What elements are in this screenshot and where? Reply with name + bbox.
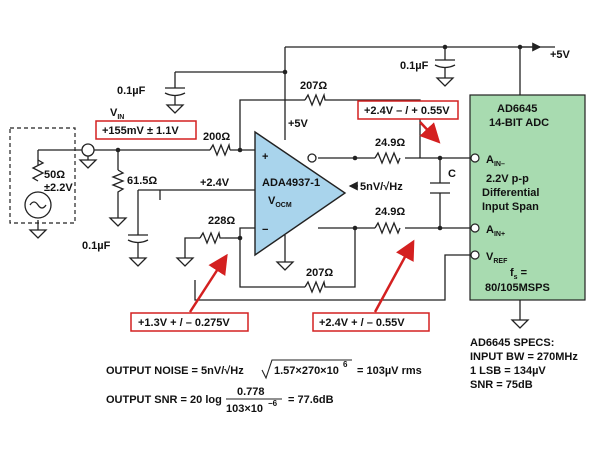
source-voltage-label: ±2.2V bbox=[44, 182, 73, 194]
svg-text:207Ω: 207Ω bbox=[300, 80, 327, 92]
adc-part-number: AD6645 bbox=[497, 103, 537, 115]
svg-text:AIN–: AIN– bbox=[486, 154, 505, 168]
svg-text:= 77.6dB: = 77.6dB bbox=[288, 394, 334, 406]
svg-text:−: − bbox=[262, 224, 268, 236]
bypass-capacitor-right: 0.1µF bbox=[400, 59, 456, 87]
feedback-resistor-top: 207Ω bbox=[300, 80, 330, 107]
noise-density-label: 5nV/√Hz bbox=[360, 181, 403, 193]
wiring bbox=[37, 42, 555, 301]
adc-block: AD6645 14-BIT ADC AIN– 2.2V p-p Differen… bbox=[469, 94, 586, 301]
output-snr-equation: OUTPUT SNR = 20 log 0.778 103×10 −6 = 77… bbox=[106, 386, 334, 415]
vin-label: VIN bbox=[110, 107, 124, 121]
bypass-capacitor-left-top: 0.1µF bbox=[117, 85, 186, 114]
svg-text:OUTPUT NOISE = 5nV/√Hz: OUTPUT NOISE = 5nV/√Hz bbox=[106, 365, 244, 377]
svg-text:2.2V p-p: 2.2V p-p bbox=[486, 173, 529, 185]
output-resistor-bottom: 24.9Ω bbox=[374, 206, 405, 235]
svg-text:1 LSB = 134µV: 1 LSB = 134µV bbox=[470, 365, 546, 377]
svg-text:−6: −6 bbox=[268, 399, 278, 408]
top-right-voltage-box: +2.4V – / + 0.55V bbox=[357, 100, 459, 144]
svg-text:80/105MSPS: 80/105MSPS bbox=[485, 282, 550, 294]
adc-supply-label: +5V bbox=[550, 49, 571, 61]
svg-text:+1.3V + / – 0.275V: +1.3V + / – 0.275V bbox=[138, 317, 230, 329]
svg-text:24.9Ω: 24.9Ω bbox=[375, 206, 405, 218]
svg-text:ADA4937-1: ADA4937-1 bbox=[262, 177, 320, 189]
svg-text:24.9Ω: 24.9Ω bbox=[375, 137, 405, 149]
bottom-left-voltage-box: +1.3V + / – 0.275V bbox=[130, 253, 249, 332]
vocm-voltage-label: +2.4V bbox=[200, 177, 230, 189]
svg-text:200Ω: 200Ω bbox=[203, 131, 230, 143]
svg-text:+: + bbox=[262, 151, 268, 163]
svg-text:+2.4V – / + 0.55V: +2.4V – / + 0.55V bbox=[364, 105, 450, 117]
svg-text:6: 6 bbox=[343, 360, 348, 369]
svg-text:+2.4V + / – 0.55V: +2.4V + / – 0.55V bbox=[319, 317, 405, 329]
junction-dots bbox=[115, 44, 523, 241]
adc-specs: AD6645 SPECS: INPUT BW = 270MHz 1 LSB = … bbox=[470, 337, 578, 391]
bypass-capacitor-left-bottom: 0.1µF bbox=[82, 234, 149, 267]
input-resistor: 200Ω bbox=[203, 131, 231, 157]
svg-text:SNR = 75dB: SNR = 75dB bbox=[470, 379, 533, 391]
feedback-resistor-bottom: 207Ω bbox=[304, 267, 333, 294]
termination-resistor: 61.5Ω bbox=[108, 169, 157, 227]
signal-source: 50Ω ±2.2V bbox=[9, 127, 76, 224]
svg-text:fs =: fs = bbox=[510, 267, 527, 281]
vin-range-box: +155mV ± 1.1V bbox=[95, 120, 197, 140]
svg-text:103×10: 103×10 bbox=[226, 403, 263, 415]
svg-text:INPUT BW = 270MHz: INPUT BW = 270MHz bbox=[470, 351, 578, 363]
svg-text:207Ω: 207Ω bbox=[306, 267, 333, 279]
svg-text:0.1µF: 0.1µF bbox=[400, 60, 429, 72]
svg-text:0.1µF: 0.1µF bbox=[117, 85, 146, 97]
svg-text:61.5Ω: 61.5Ω bbox=[127, 175, 157, 187]
source-resistance-label: 50Ω bbox=[44, 169, 65, 181]
svg-text:AD6645 SPECS:: AD6645 SPECS: bbox=[470, 337, 554, 349]
svg-text:AIN+: AIN+ bbox=[486, 224, 505, 238]
svg-text:VREF: VREF bbox=[486, 251, 508, 265]
gain-resistor-minus: 228Ω bbox=[175, 215, 235, 267]
svg-text:+155mV ± 1.1V: +155mV ± 1.1V bbox=[102, 125, 179, 137]
input-connector-icon bbox=[78, 143, 98, 169]
svg-text:1.57×270×10: 1.57×270×10 bbox=[274, 365, 339, 377]
amp-supply-label: +5V bbox=[288, 118, 309, 130]
svg-text:C: C bbox=[448, 168, 456, 180]
ground-icon bbox=[275, 261, 295, 271]
svg-text:VOCM: VOCM bbox=[268, 195, 292, 209]
svg-text:228Ω: 228Ω bbox=[208, 215, 235, 227]
svg-text:0.778: 0.778 bbox=[237, 386, 265, 398]
filter-capacitor: C bbox=[430, 168, 456, 194]
output-noise-equation: OUTPUT NOISE = 5nV/√Hz 1.57×270×10 6 = 1… bbox=[106, 359, 422, 380]
ground-icon bbox=[28, 229, 48, 239]
svg-text:Differential: Differential bbox=[482, 187, 539, 199]
adc-description: 14-BIT ADC bbox=[489, 117, 549, 129]
differential-amplifier: + − ADA4937-1 VOCM bbox=[254, 130, 347, 257]
svg-text:0.1µF: 0.1µF bbox=[82, 240, 111, 252]
svg-text:Input Span: Input Span bbox=[482, 201, 539, 213]
bottom-right-voltage-box: +2.4V + / – 0.55V bbox=[312, 239, 430, 332]
output-resistor-top: 24.9Ω bbox=[374, 137, 405, 165]
ground-icon bbox=[510, 300, 530, 329]
svg-text:OUTPUT SNR = 20 log: OUTPUT SNR = 20 log bbox=[106, 394, 222, 406]
svg-text:= 103µV rms: = 103µV rms bbox=[357, 365, 422, 377]
